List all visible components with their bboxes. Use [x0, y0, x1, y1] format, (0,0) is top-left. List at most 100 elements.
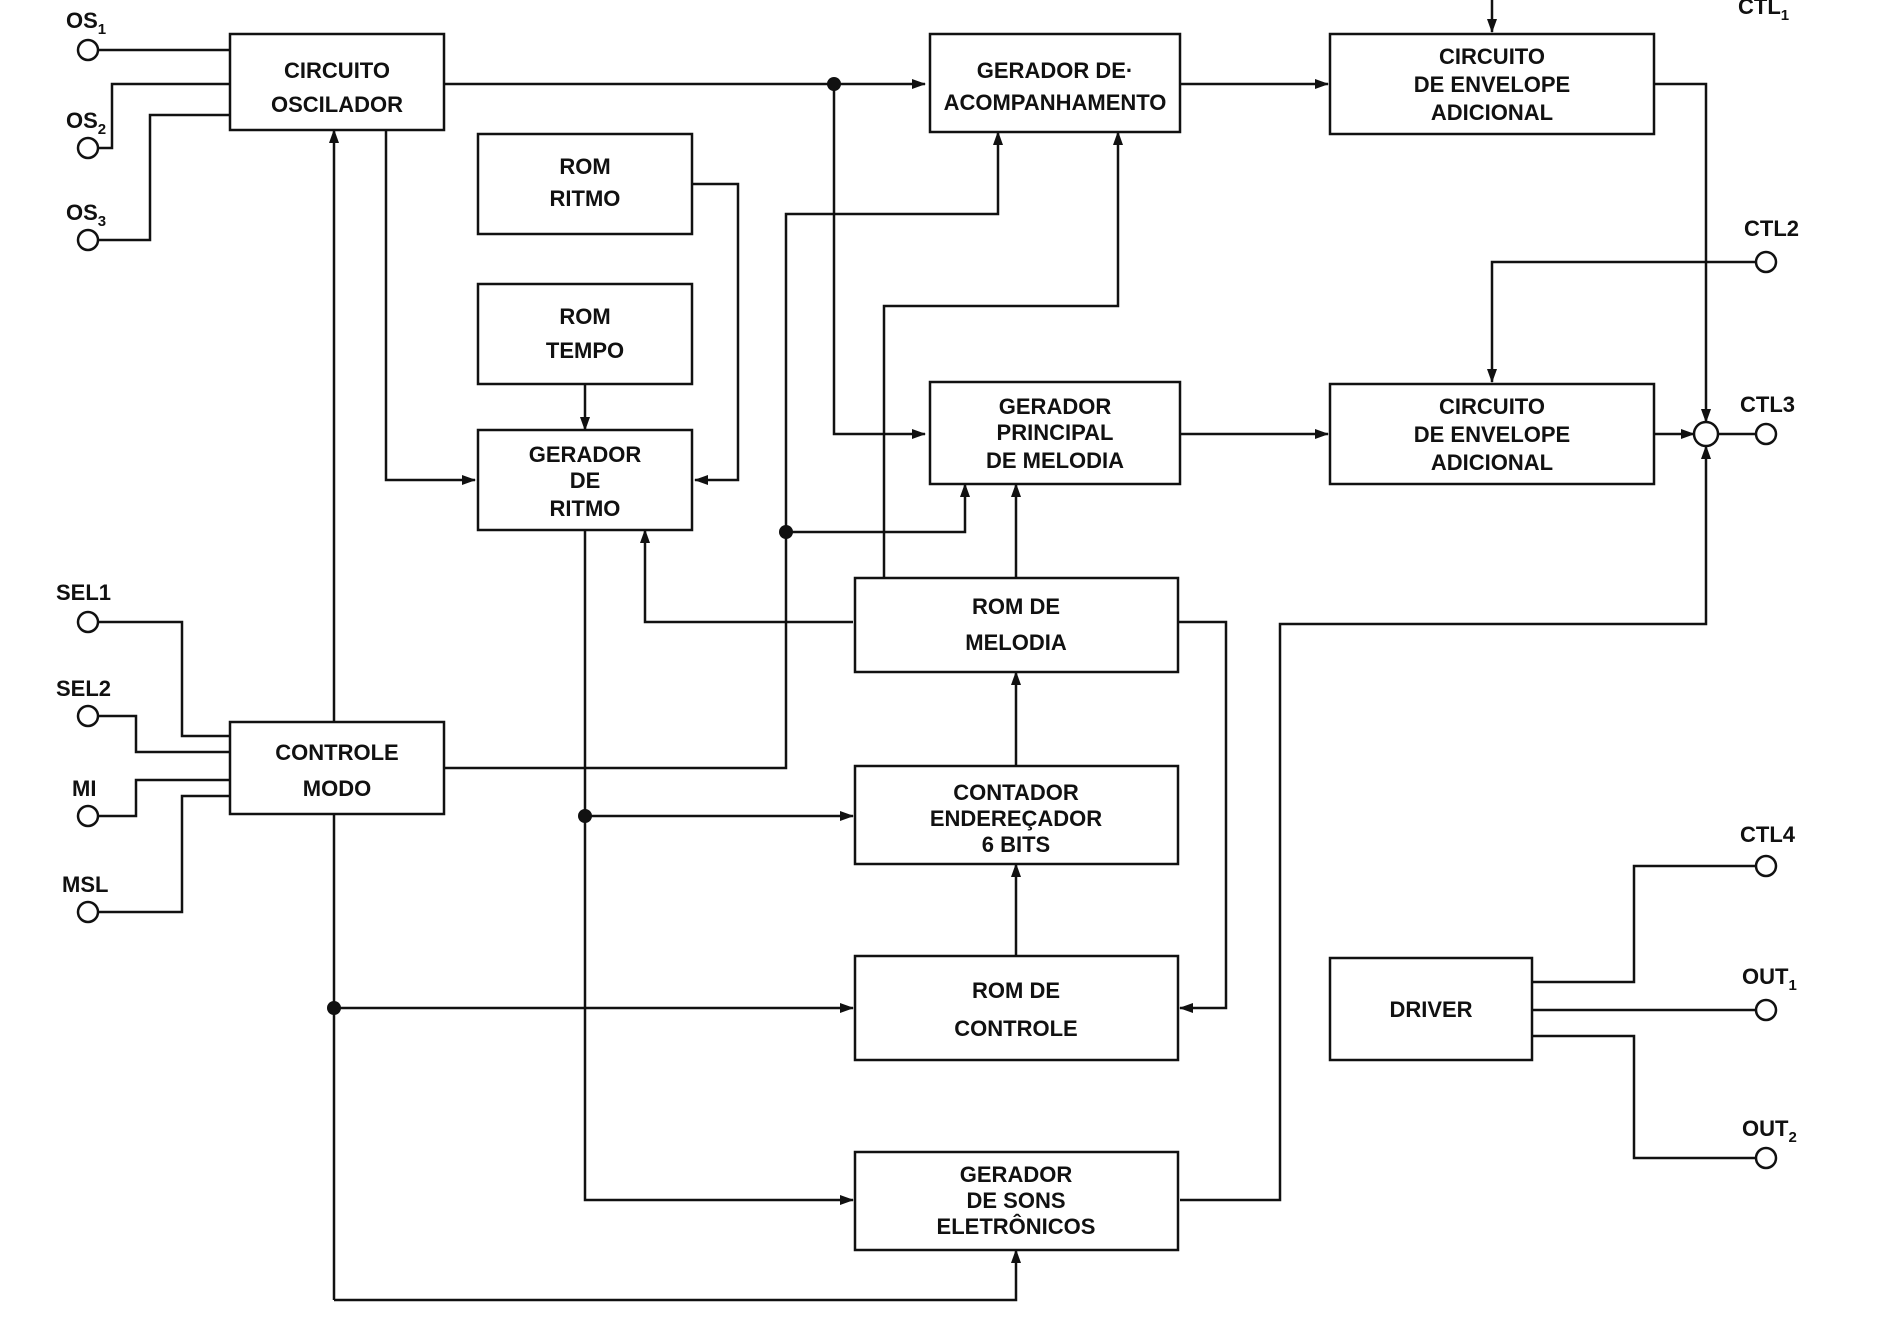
- block-circuito-envelope-1: CIRCUITO DE ENVELOPE ADICIONAL: [1328, 32, 1656, 136]
- label-os1: OS1: [66, 8, 106, 38]
- pin-out1: [1754, 998, 1778, 1022]
- block-line: 6 BITS: [982, 832, 1050, 857]
- pin-labels: OS1 OS2 OS3 SEL1 SEL2 MI MSL CTL1 CTL2 C…: [56, 0, 1799, 1146]
- label-sel1: SEL1: [56, 580, 111, 605]
- block-line: GERADOR DE·: [977, 58, 1133, 83]
- label-ctl1: CTL1: [1738, 0, 1789, 24]
- block-rom-tempo: ROM TEMPO: [476, 282, 694, 386]
- wire-ctl2-env2: [1487, 260, 1766, 383]
- block-line: GERADOR: [529, 442, 642, 467]
- block-line: DE ENVELOPE: [1414, 422, 1570, 447]
- pin-os2: [76, 136, 100, 160]
- wire-msl: [96, 794, 230, 914]
- block-circuito-envelope-2: CIRCUITO DE ENVELOPE ADICIONAL: [1328, 382, 1656, 486]
- block-rom-melodia: ROM DE MELODIA: [853, 576, 1180, 674]
- pin-os3: [76, 228, 100, 252]
- label-os3: OS3: [66, 200, 106, 230]
- block-line: PRINCIPAL: [997, 420, 1114, 445]
- label-out1: OUT1: [1742, 964, 1797, 994]
- block-line: ROM DE: [972, 594, 1060, 619]
- junction-dot: [779, 525, 793, 539]
- label-sel2: SEL2: [56, 676, 111, 701]
- label-os2: OS2: [66, 108, 106, 138]
- pin-ctl2: [1754, 250, 1778, 274]
- wire-mi: [96, 778, 230, 818]
- summing-node: [1692, 420, 1720, 448]
- block-line: ELETRÔNICOS: [937, 1214, 1096, 1239]
- label-ctl3: CTL3: [1740, 392, 1795, 417]
- junction-dot: [827, 77, 841, 91]
- wire-romritmo-ger: [692, 182, 740, 485]
- block-line: CIRCUITO: [1439, 394, 1545, 419]
- block-gerador-ritmo: GERADOR DE RITMO: [476, 428, 694, 532]
- wire-bus-sons: [334, 1249, 1021, 1302]
- block-line: DE: [570, 468, 601, 493]
- block-line: ENDEREÇADOR: [930, 806, 1102, 831]
- block-line: DE MELODIA: [986, 448, 1124, 473]
- block-gerador-sons-eletronicos: GERADOR DE SONS ELETRÔNICOS: [853, 1150, 1180, 1252]
- block-driver: DRIVER: [1328, 956, 1534, 1062]
- wire-os2: [96, 82, 230, 150]
- wire-driver-ctl4: [1532, 864, 1756, 984]
- wire-junction-melod: [832, 84, 926, 439]
- pin-sel2: [76, 704, 100, 728]
- wire-rommel-acomp: [882, 131, 1123, 578]
- block-line: CONTADOR: [953, 780, 1079, 805]
- junctions: [327, 77, 841, 1015]
- wire-rommel-ritmo: [640, 529, 853, 624]
- label-mi: MI: [72, 776, 96, 801]
- block-line: ROM: [559, 304, 610, 329]
- block-line: ADICIONAL: [1431, 450, 1553, 475]
- junction-dot: [578, 809, 592, 823]
- label-ctl4: CTL4: [1740, 822, 1796, 847]
- junction-dot: [327, 1001, 341, 1015]
- wire-sel2: [96, 714, 230, 754]
- wire-driver-out2: [1532, 1034, 1756, 1160]
- wire-ctrl-acomp: [784, 131, 1003, 532]
- pin-out2: [1754, 1146, 1778, 1170]
- block-line: MELODIA: [965, 630, 1067, 655]
- block-line: ACOMPANHAMENTO: [944, 90, 1167, 115]
- label-out2: OUT2: [1742, 1116, 1797, 1146]
- pins: [76, 38, 1778, 1170]
- pin-mi: [76, 804, 100, 828]
- block-line: ROM: [559, 154, 610, 179]
- pin-sel1: [76, 610, 100, 634]
- block-circuito-oscilador: CIRCUITO OSCILADOR: [228, 32, 446, 132]
- block-contador-enderecador: CONTADOR ENDEREÇADOR 6 BITS: [853, 764, 1180, 866]
- block-line: CIRCUITO: [1439, 44, 1545, 69]
- wire-os3: [96, 113, 230, 242]
- wire-env1-sum: [1654, 82, 1711, 423]
- label-msl: MSL: [62, 872, 108, 897]
- block-line: DRIVER: [1389, 997, 1472, 1022]
- block-line: RITMO: [550, 186, 621, 211]
- wire-sel1: [96, 620, 230, 738]
- block-line: DE ENVELOPE: [1414, 72, 1570, 97]
- block-line: GERADOR: [999, 394, 1112, 419]
- block-gerador-principal-melodia: GERADOR PRINCIPAL DE MELODIA: [928, 380, 1182, 486]
- block-line: GERADOR: [960, 1162, 1073, 1187]
- wire-sons-sum: [1180, 445, 1711, 1202]
- wire-osc-ritmo: [384, 130, 476, 485]
- pin-os1: [76, 38, 100, 62]
- wire-ritmo-contador: [583, 530, 854, 821]
- pin-ctl4: [1754, 854, 1778, 878]
- block-line: MODO: [303, 776, 371, 801]
- wire-rommel-romctrl: [1178, 620, 1228, 1013]
- block-line: ADICIONAL: [1431, 100, 1553, 125]
- block-line: CONTROLE: [275, 740, 398, 765]
- label-ctl2: CTL2: [1744, 216, 1799, 241]
- block-rom-controle: ROM DE CONTROLE: [853, 954, 1180, 1062]
- block-gerador-acompanhamento: GERADOR DE· ACOMPANHAMENTO: [928, 32, 1182, 134]
- block-line: DE SONS: [966, 1188, 1065, 1213]
- pin-msl: [76, 900, 100, 924]
- block-line: OSCILADOR: [271, 92, 403, 117]
- wire-ritmo-sons: [583, 816, 854, 1205]
- block-line: CONTROLE: [954, 1016, 1077, 1041]
- block-line: CIRCUITO: [284, 58, 390, 83]
- block-line: TEMPO: [546, 338, 624, 363]
- pin-ctl3: [1754, 422, 1778, 446]
- block-rom-ritmo: ROM RITMO: [476, 132, 694, 236]
- block-line: ROM DE: [972, 978, 1060, 1003]
